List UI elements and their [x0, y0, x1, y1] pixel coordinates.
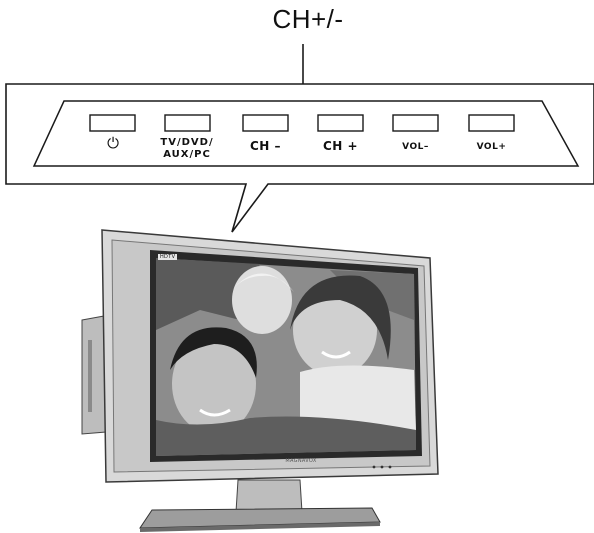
ch-minus-label: CH – — [249, 139, 282, 153]
hdtv-badge: HDTV — [158, 254, 178, 260]
vol-plus-button[interactable] — [468, 114, 515, 132]
source-label: TV/DVD/ AUX/PC — [160, 137, 214, 160]
tv-illustration — [81, 229, 439, 532]
vol-plus-label: VOL+ — [476, 142, 507, 152]
vol-minus-label: VOL– — [402, 142, 429, 152]
tv-screen-image — [156, 258, 416, 456]
tv-stand-neck — [235, 479, 303, 513]
bezel-brand-logo: MAGNAVOX — [285, 458, 317, 464]
vol-minus-button[interactable] — [392, 114, 439, 132]
ch-plus-label: CH + — [322, 139, 359, 153]
source-button[interactable] — [164, 114, 211, 132]
power-label: ⏻ — [107, 134, 119, 152]
tv-side-panel — [81, 315, 107, 435]
power-button[interactable] — [89, 114, 136, 132]
ch-minus-button[interactable] — [242, 114, 289, 132]
callout-title: CH+/- — [272, 4, 344, 34]
ch-plus-button[interactable] — [317, 114, 364, 132]
